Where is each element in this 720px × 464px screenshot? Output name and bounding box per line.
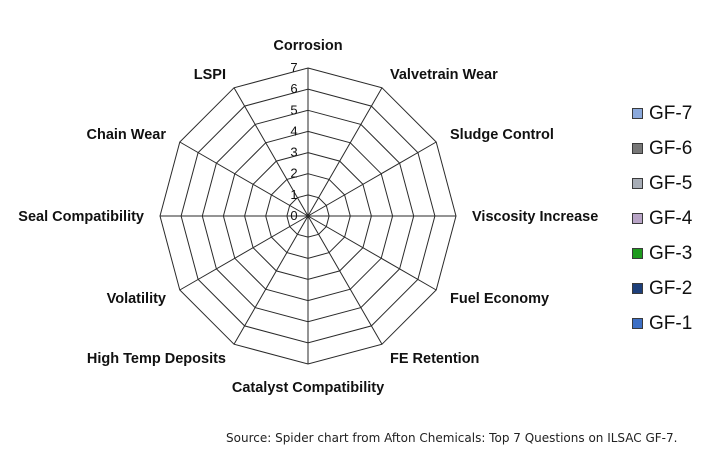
legend-item: GF-2 [632, 271, 718, 306]
grid-spoke [233, 87, 309, 217]
legend-label: GF-2 [649, 277, 693, 299]
axis-label: Catalyst Compatibility [232, 380, 384, 396]
legend-swatch [632, 283, 643, 294]
axis-label: Chain Wear [86, 127, 166, 143]
tick-label: 6 [290, 81, 297, 96]
axis-label: Volatility [107, 291, 166, 307]
legend-swatch [632, 178, 643, 189]
legend-label: GF-5 [649, 172, 693, 194]
legend-item: GF-3 [632, 236, 718, 271]
legend-label: GF-3 [649, 242, 693, 264]
tick-label: 1 [290, 187, 297, 202]
legend-item: GF-4 [632, 201, 718, 236]
legend-swatch [632, 108, 643, 119]
grid-spoke [307, 215, 383, 345]
axis-label: Seal Compatibility [18, 209, 144, 225]
axis-label: FE Retention [390, 351, 479, 367]
legend-item: GF-1 [632, 306, 718, 341]
tick-label: 4 [290, 123, 297, 138]
tick-label: 7 [290, 60, 297, 75]
legend-label: GF-1 [649, 312, 693, 334]
axis-label: Sludge Control [450, 127, 554, 143]
axis-label: Viscosity Increase [472, 209, 598, 225]
legend-swatch [632, 318, 643, 329]
legend-swatch [632, 143, 643, 154]
grid-spoke [307, 215, 437, 291]
legend-label: GF-6 [649, 137, 693, 159]
axis-label: Corrosion [273, 38, 342, 54]
axis-label: Fuel Economy [450, 291, 549, 307]
grid-spoke [179, 141, 309, 217]
axis-label: LSPI [194, 67, 226, 83]
legend-item: GF-5 [632, 166, 718, 201]
legend-label: GF-7 [649, 102, 693, 124]
grid-spoke [233, 215, 309, 345]
grid-spoke [307, 141, 437, 217]
tick-label: 0 [290, 208, 297, 223]
legend-swatch [632, 213, 643, 224]
axis-label: High Temp Deposits [87, 351, 226, 367]
grid-spoke [179, 215, 309, 291]
source-note: Source: Spider chart from Afton Chemical… [226, 431, 678, 445]
legend-label: GF-4 [649, 207, 693, 229]
tick-label: 3 [290, 145, 297, 160]
legend-swatch [632, 248, 643, 259]
legend-item: GF-7 [632, 96, 718, 131]
axis-label: Valvetrain Wear [390, 67, 498, 83]
grid-spoke [307, 87, 383, 217]
tick-label: 5 [290, 102, 297, 117]
tick-label: 2 [290, 166, 297, 181]
legend-item: GF-6 [632, 131, 718, 166]
